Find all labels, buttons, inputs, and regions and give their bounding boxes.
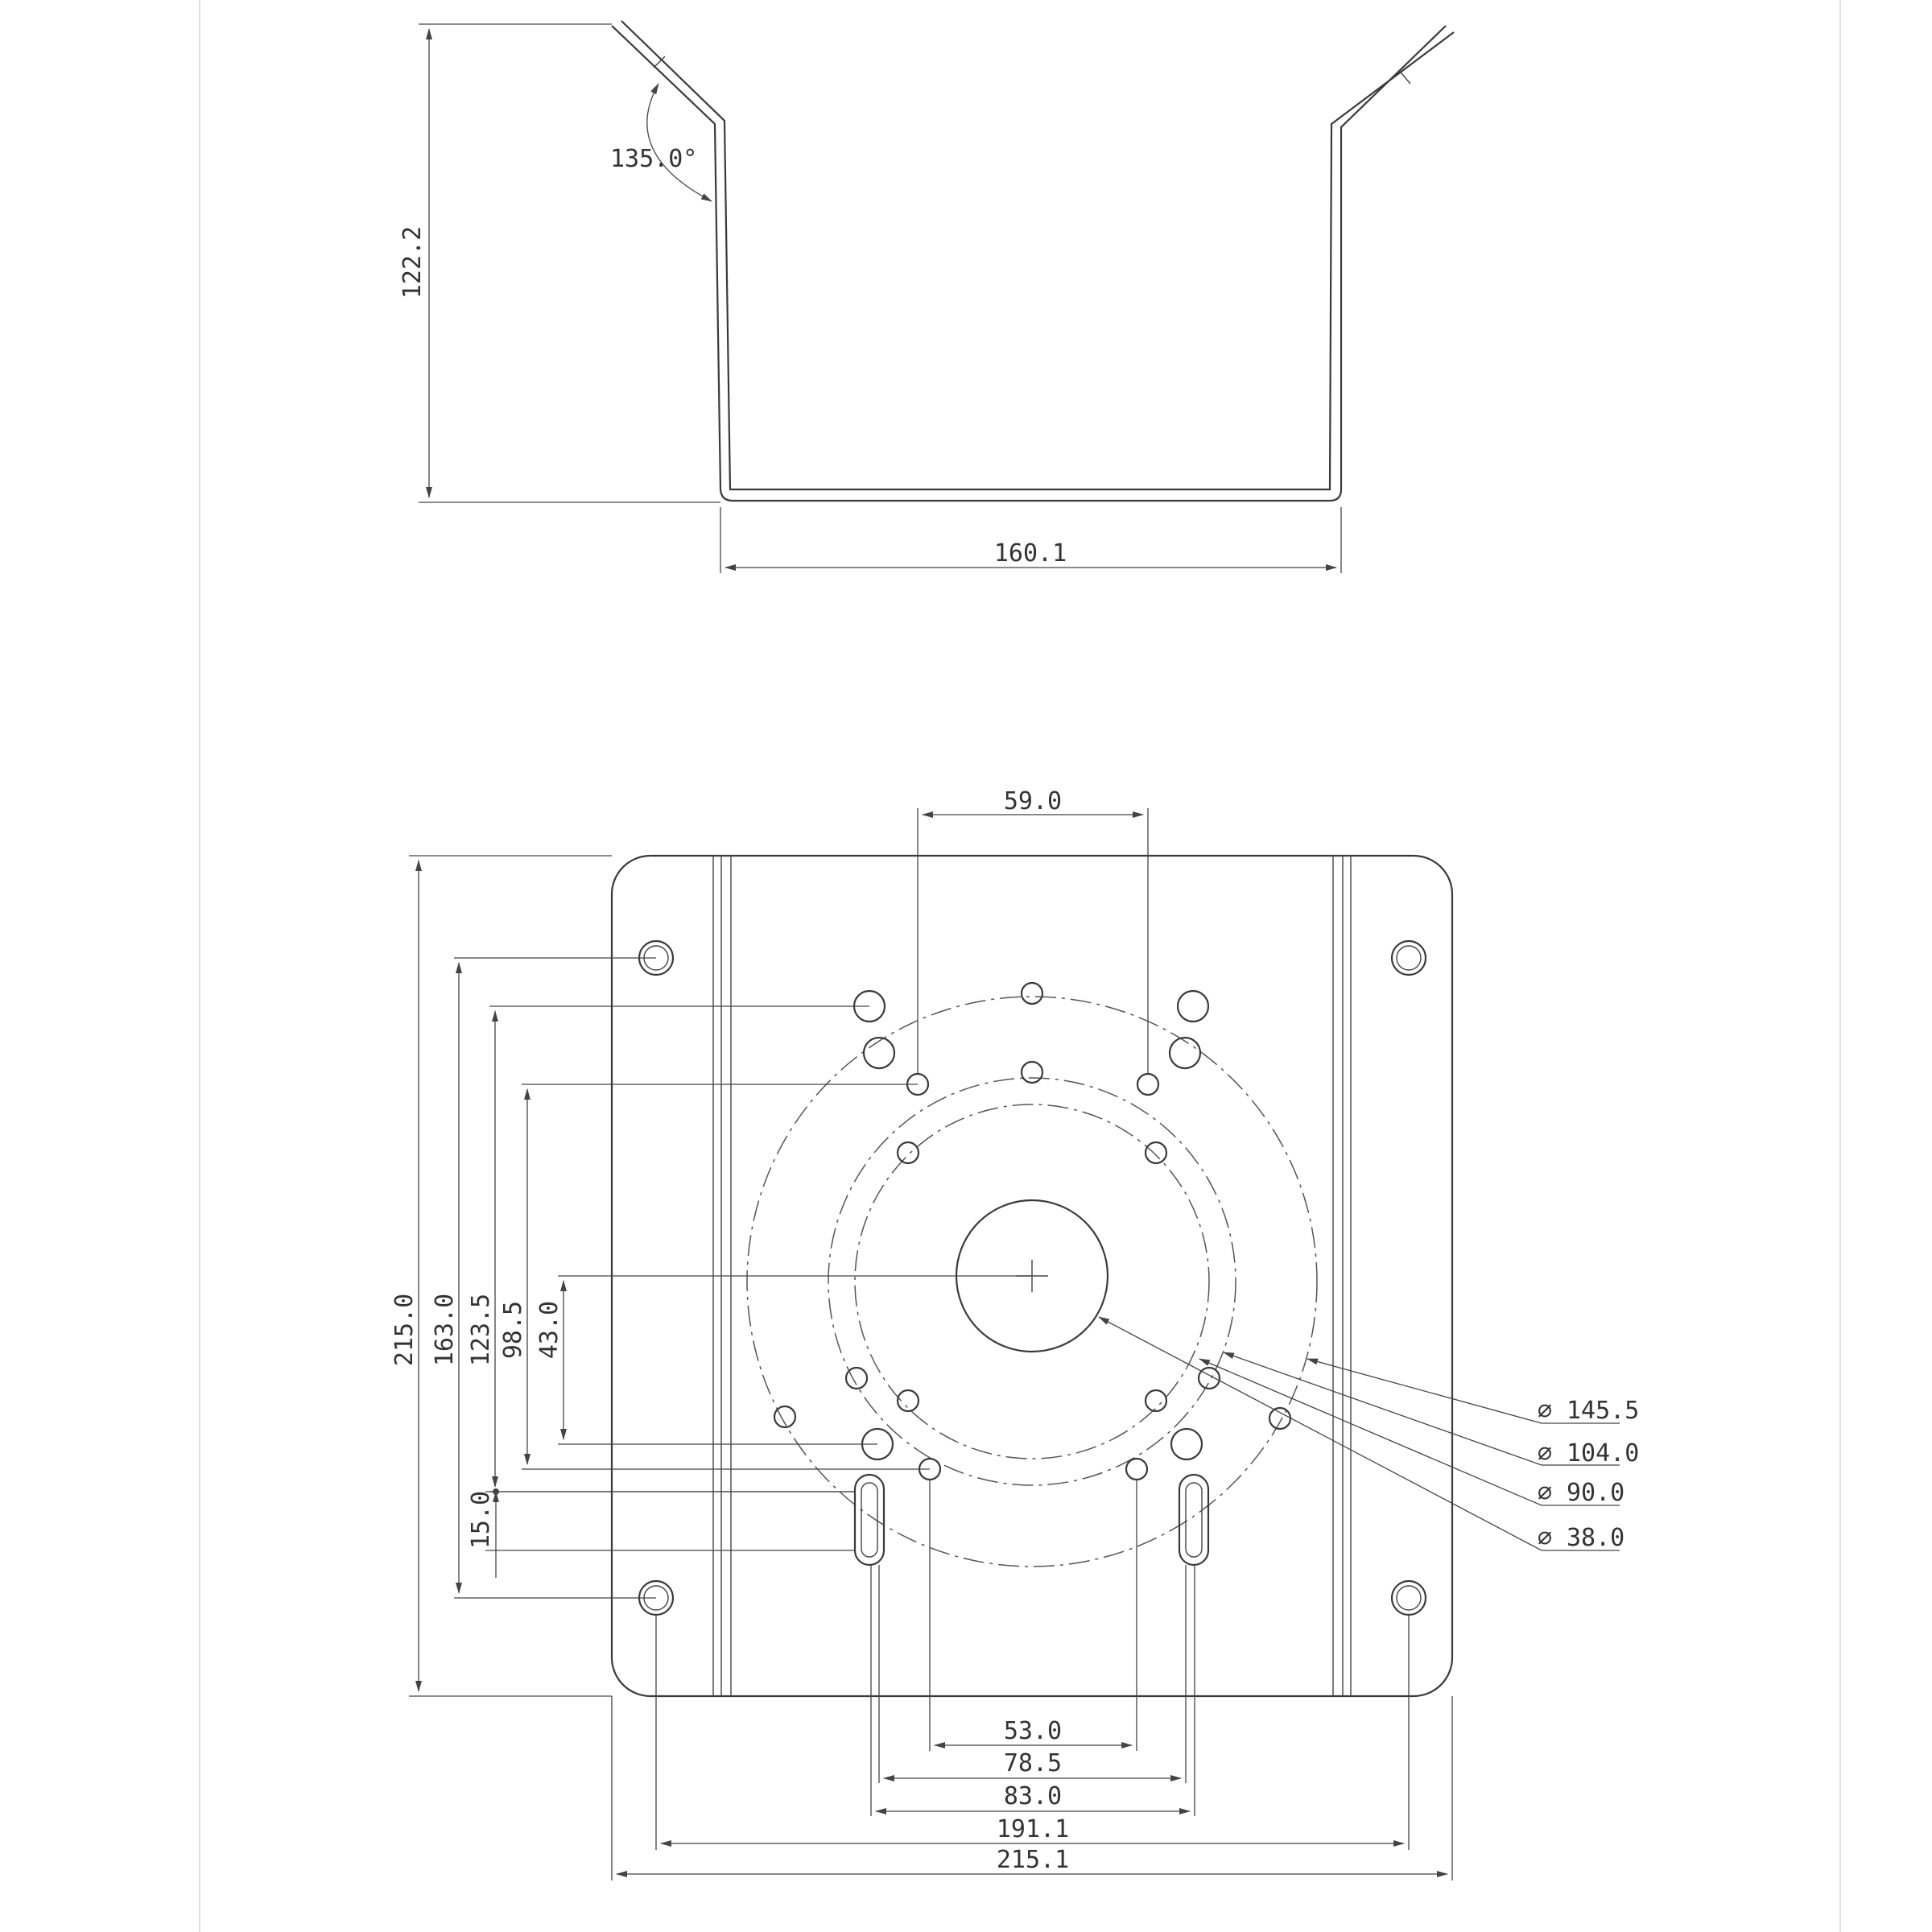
dimension-label: 78.5 [1004,1749,1062,1777]
diameter-symbol: ∅ [1538,1479,1552,1507]
dimension-label: 15.0 [467,1491,495,1549]
dimension-dot [493,1488,499,1495]
mounting-hole [1168,1036,1202,1070]
mounting-hole [1125,1457,1149,1481]
mounting-hole [1268,1406,1292,1430]
bend-mark-left [653,56,666,68]
slot-hole [853,1473,886,1567]
bolt-circle-145 [746,996,1318,1567]
dimension-label: 215.0 [390,1294,419,1366]
leader-line [1199,1358,1620,1506]
mounting-hole [896,1141,920,1165]
bolt-circle-90 [854,1104,1210,1459]
slot-hole [1178,1473,1210,1567]
mounting-hole [1176,989,1210,1023]
mounting-hole [773,1405,797,1429]
leader-line [1307,1358,1620,1424]
top-spacing-label: 59.0 [1004,787,1062,815]
angle-arc [646,83,712,202]
dimension-label: 163.0 [431,1294,459,1366]
mounting-hole [1020,981,1044,1005]
dimension-label: 191.1 [997,1815,1069,1843]
bracket-side-view: 122.2 135.0° 160.1 [398,20,1455,573]
bend-mark-right [1400,72,1411,85]
width-dimension-label: 160.1 [994,539,1067,568]
height-dimension-label: 122.2 [398,226,427,299]
corner-hole [1390,939,1427,976]
diameter-symbol: ∅ [1538,1397,1552,1425]
dimension-label: 123.5 [467,1294,495,1366]
mounting-hole [1020,1060,1044,1084]
diameter-symbol: ∅ [1538,1439,1552,1468]
corner-hole [1390,1579,1427,1616]
mounting-hole [1170,1427,1203,1461]
mounting-hole [896,1389,920,1413]
bolt-circle-104 [828,1077,1236,1486]
mounting-hole [844,1366,869,1390]
leader-line [1223,1352,1620,1466]
diameter-label: 90.0 [1567,1479,1624,1507]
diameter-label: 145.5 [1567,1397,1639,1425]
angle-label: 135.0° [610,145,697,173]
bracket-profile-inner [621,20,1455,491]
mounting-hole [1136,1072,1160,1096]
diameter-label: 104.0 [1567,1439,1639,1468]
bracket-plan-view: 59.0 215.0 163.0 123.5 98.5 43.0 15.0 [390,787,1639,1880]
diameter-label: 38.0 [1567,1524,1624,1552]
leader-line [1098,1316,1620,1551]
diameter-symbol: ∅ [1538,1524,1552,1552]
mounting-hole [1144,1141,1168,1165]
dimension-label: 43.0 [535,1301,564,1359]
mounting-hole [1144,1389,1168,1413]
mounting-hole [862,1036,896,1070]
dimension-label: 53.0 [1004,1717,1062,1745]
dimension-label: 215.1 [997,1846,1069,1874]
dimension-label: 83.0 [1004,1782,1062,1810]
dimension-label: 98.5 [499,1301,527,1359]
bracket-profile-outer [611,25,1447,502]
mounting-hole [1197,1366,1221,1390]
